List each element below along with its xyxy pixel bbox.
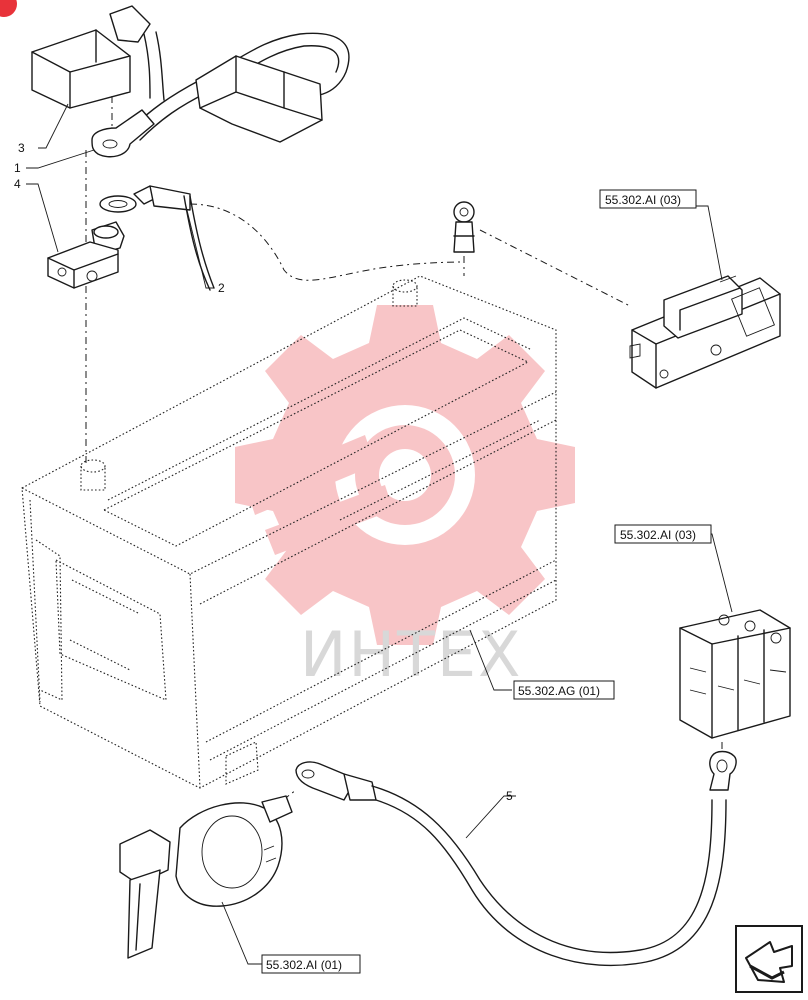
reference-55-302-ai-03-upper[interactable]: 55.302.AI (03): [599, 189, 697, 209]
callout-2: 2: [218, 281, 225, 295]
reference-55-302-ai-03-middle[interactable]: 55.302.AI (03): [614, 524, 712, 544]
terminal-cap: [31, 5, 151, 109]
svg-text:55.302.AG (01): 55.302.AG (01): [518, 684, 600, 698]
battery-clamp-4: [47, 221, 125, 289]
svg-text:55.302.AI (01): 55.302.AI (01): [266, 958, 342, 972]
small-ring-terminal: [453, 201, 475, 253]
wire-2-ring: [99, 185, 215, 291]
ring-lug-1: [91, 109, 155, 158]
next-page-arrow-icon[interactable]: [735, 925, 803, 993]
callout-1: 1: [14, 161, 21, 175]
gear-watermark-icon: [235, 305, 575, 645]
battery-cable-5: [295, 750, 737, 967]
reference-55-302-ag-01[interactable]: 55.302.AG (01): [513, 680, 615, 700]
battery-outline: [21, 275, 557, 789]
reference-55-302-ai-01[interactable]: 55.302.AI (01): [261, 954, 361, 974]
callout-4: 4: [14, 177, 21, 191]
corner-badge: [0, 0, 17, 17]
relay-block: [679, 609, 791, 739]
callout-3: 3: [18, 141, 25, 155]
svg-text:55.302.AI (03): 55.302.AI (03): [620, 528, 696, 542]
callout-5: 5: [506, 789, 513, 803]
cable-boot-connector: [195, 55, 323, 143]
fuse-holder-upper: [629, 275, 781, 389]
watermark-text: ИНТЕХ: [300, 618, 523, 691]
battery-isolator-switch: [119, 795, 293, 959]
svg-text:55.302.AI (03): 55.302.AI (03): [605, 193, 681, 207]
